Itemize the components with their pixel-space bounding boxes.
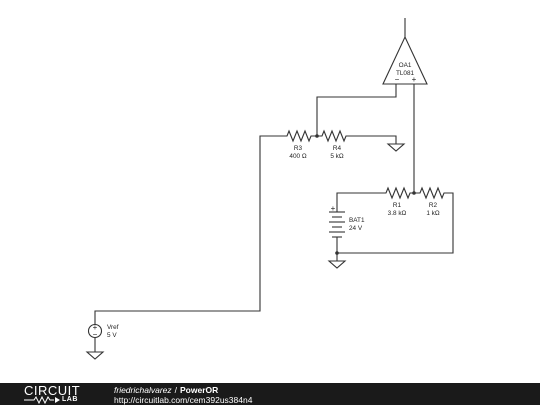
voltage-source-vref[interactable]: + − Vref 5 V (87, 323, 119, 339)
ground-symbol-r4 (386, 143, 406, 152)
ground-triangle-vref (85, 351, 105, 360)
r2-name-label: R2 (429, 202, 438, 209)
vref-minus-sign: − (93, 330, 98, 339)
feedback-wire (316, 84, 397, 136)
logo-text-bottom: LAB (62, 396, 78, 403)
r1-name-label: R1 (393, 202, 402, 209)
opamp-name-label: OA1 (399, 62, 412, 69)
battery-plus-sign: + (331, 204, 336, 213)
author-link[interactable]: friedrichalvarez (114, 385, 172, 395)
ground-triangle-battery (327, 260, 347, 269)
opamp-minus-sign: − (395, 75, 400, 84)
r3-value-label: 400 Ω (289, 153, 306, 160)
r4-name-label: R4 (333, 145, 342, 152)
r2-value-label: 1 kΩ (426, 210, 440, 217)
opamp-oa1[interactable]: OA1 TL081 − + (382, 18, 428, 85)
vref-to-r3-wire (94, 135, 283, 325)
logo-resistor-icon (24, 396, 60, 404)
r3-name-label: R3 (294, 145, 303, 152)
battery-bat1[interactable]: + BAT1 24 V (329, 204, 365, 238)
ground-triangle-r4 (386, 143, 406, 152)
battery-top-wire (336, 192, 382, 210)
resistor-r4[interactable]: R4 5 kΩ (317, 129, 352, 160)
circuitlab-logo[interactable]: CIRCUIT LAB (24, 384, 94, 404)
r3-zigzag (283, 129, 317, 143)
battery-bottom-wire (336, 192, 454, 254)
resistor-r3[interactable]: R3 400 Ω (283, 129, 317, 160)
vref-name-label: Vref (107, 324, 119, 331)
r4-to-ground-wire (352, 135, 397, 144)
r4-zigzag (317, 129, 352, 143)
r2-zigzag (414, 186, 448, 200)
logo-text-top: CIRCUIT (24, 383, 81, 398)
resistor-r2[interactable]: R2 1 kΩ (414, 186, 448, 217)
schematic-url-link[interactable]: http://circuitlab.com/cem392us384n4 (114, 395, 253, 405)
vref-plus-sign: + (93, 323, 98, 332)
opamp-triangle (382, 35, 428, 85)
r1-zigzag (382, 186, 414, 200)
credit-separator: / (174, 385, 178, 395)
footer-bar: CIRCUIT LAB friedrichalvarez/PowerOR htt… (0, 383, 540, 405)
battery-name-label: BAT1 (349, 217, 365, 224)
circuit-schematic: OA1 TL081 − + R3 400 Ω R4 5 kΩ + BAT1 (85, 18, 454, 360)
battery-value-label: 24 V (349, 225, 363, 232)
schematic-credit: friedrichalvarez/PowerOR (114, 385, 218, 395)
ground-symbol-vref (85, 351, 105, 360)
opamp-plus-sign: + (412, 75, 417, 84)
opamp-part-label: TL081 (396, 70, 415, 77)
ground-symbol-battery (327, 260, 347, 269)
r4-value-label: 5 kΩ (330, 153, 344, 160)
resistor-r1[interactable]: R1 3.8 kΩ (382, 186, 414, 217)
vref-value-label: 5 V (107, 332, 117, 339)
r1-value-label: 3.8 kΩ (388, 210, 407, 217)
schematic-title[interactable]: PowerOR (180, 385, 219, 395)
